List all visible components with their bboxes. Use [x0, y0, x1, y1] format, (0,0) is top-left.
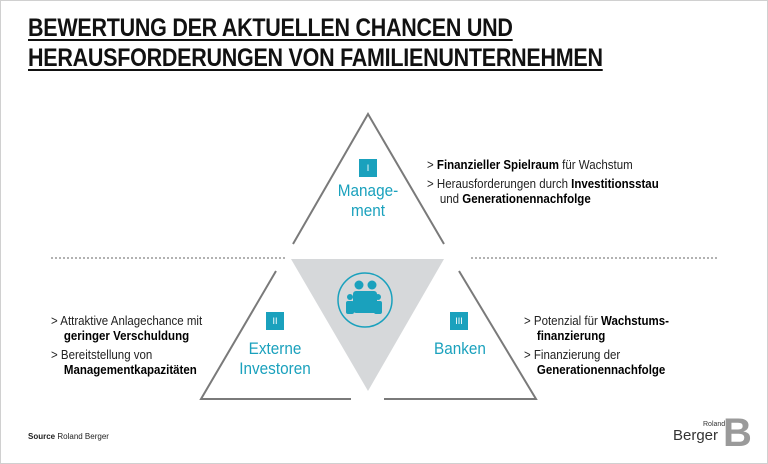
label-management: Manage-ment	[337, 181, 399, 220]
source-note: Source Roland Berger	[28, 432, 109, 441]
badge-i: I	[359, 159, 377, 177]
bullet: > Attraktive Anlagechance mit geringer V…	[51, 314, 203, 343]
bullet: > Finanzieller Spielraum für Wachstum	[427, 158, 633, 172]
top-triangle	[292, 112, 445, 245]
badge-iii: III	[450, 312, 468, 330]
bullet: > Finanzierung der Generationennachfolge	[524, 348, 666, 377]
bullet: > Potenzial für Wachstums-finanzierung	[524, 314, 669, 343]
center-triangle	[291, 259, 444, 391]
bullet: > Herausforderungen durch Investitionsst…	[427, 177, 659, 206]
left-triangle	[199, 270, 351, 400]
page-title: BEWERTUNG DER AKTUELLEN CHANCEN UND HERA…	[28, 14, 603, 72]
family-icon	[337, 272, 393, 328]
bullets-banken: > Potenzial für Wachstums-finanzierung >…	[524, 314, 689, 382]
bullet: > Bereitstellung von Managementkapazität…	[51, 348, 197, 377]
label-banken: Banken	[434, 339, 486, 358]
bullets-externe-investoren: > Attraktive Anlagechance mit geringer V…	[51, 314, 202, 382]
right-triangle	[384, 270, 538, 400]
bullets-management: > Finanzieller Spielraum für Wachstum > …	[427, 158, 659, 211]
badge-ii: II	[266, 312, 284, 330]
